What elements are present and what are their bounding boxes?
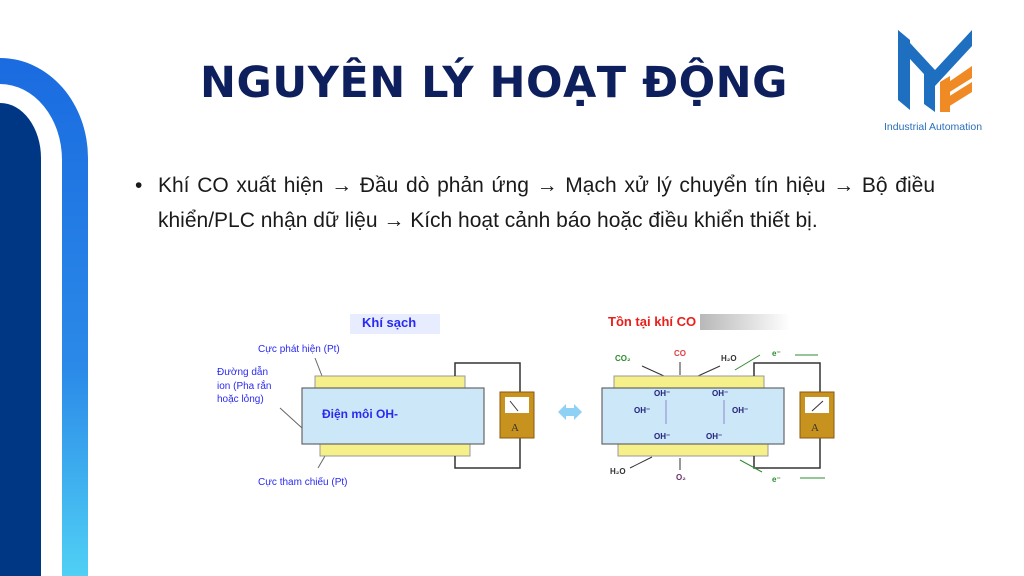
clean-air-heading: Khí sạch bbox=[362, 315, 416, 330]
ion-path-label: ion (Pha rắn bbox=[217, 379, 271, 392]
co-present-heading: Tồn tại khí CO bbox=[608, 314, 696, 329]
oh-ion-label: OH⁻ bbox=[634, 406, 650, 415]
electron-bottom-label: e⁻ bbox=[772, 475, 781, 484]
page-title: NGUYÊN LÝ HOẠT ĐỘNG bbox=[200, 58, 788, 108]
o2-label: O₂ bbox=[676, 473, 686, 482]
ammeter-label: A bbox=[511, 422, 519, 434]
oh-ion-label: OH⁻ bbox=[712, 389, 728, 398]
double-arrow-icon bbox=[558, 404, 582, 420]
co-sensor-diagram: Khí sạch Cực phát hiện (Pt) Đường dẫn io… bbox=[217, 314, 835, 488]
ammeter-label: A bbox=[811, 422, 819, 434]
bullet-item: • Khí CO xuất hiện → Đầu dò phản ứng → M… bbox=[135, 168, 935, 238]
co-label: CO bbox=[674, 349, 686, 358]
detect-electrode-label: Cực phát hiện (Pt) bbox=[258, 344, 340, 355]
electron-top-label: e⁻ bbox=[772, 349, 781, 358]
oh-ion-label: OH⁻ bbox=[654, 432, 670, 441]
ion-path-label: Đường dẫn bbox=[217, 365, 268, 378]
ion-path-label: hoặc lỏng) bbox=[217, 393, 264, 405]
oh-ion-label: OH⁻ bbox=[654, 389, 670, 398]
decor-band-inner bbox=[0, 103, 41, 576]
bullet-text: Khí CO xuất hiện → Đầu dò phản ứng → Mạc… bbox=[158, 174, 935, 232]
oh-ion-label: OH⁻ bbox=[706, 432, 722, 441]
h2o-bottom-label: H₂O bbox=[610, 467, 626, 476]
co-present-panel: Tồn tại khí CO CO₂ CO H₂O e⁻ OH⁻ OH⁻ OH⁻… bbox=[601, 314, 835, 484]
bullet-dot: • bbox=[135, 174, 143, 197]
logo-caption: Industrial Automation bbox=[884, 121, 983, 133]
company-logo bbox=[898, 30, 972, 112]
co2-label: CO₂ bbox=[615, 354, 631, 363]
reference-electrode-label: Cực tham chiếu (Pt) bbox=[258, 476, 348, 488]
electrolyte-label: Điện môi OH- bbox=[322, 407, 398, 421]
clean-air-panel: Khí sạch Cực phát hiện (Pt) Đường dẫn io… bbox=[217, 314, 535, 488]
oh-ion-label: OH⁻ bbox=[732, 406, 748, 415]
h2o-top-label: H₂O bbox=[721, 354, 737, 363]
